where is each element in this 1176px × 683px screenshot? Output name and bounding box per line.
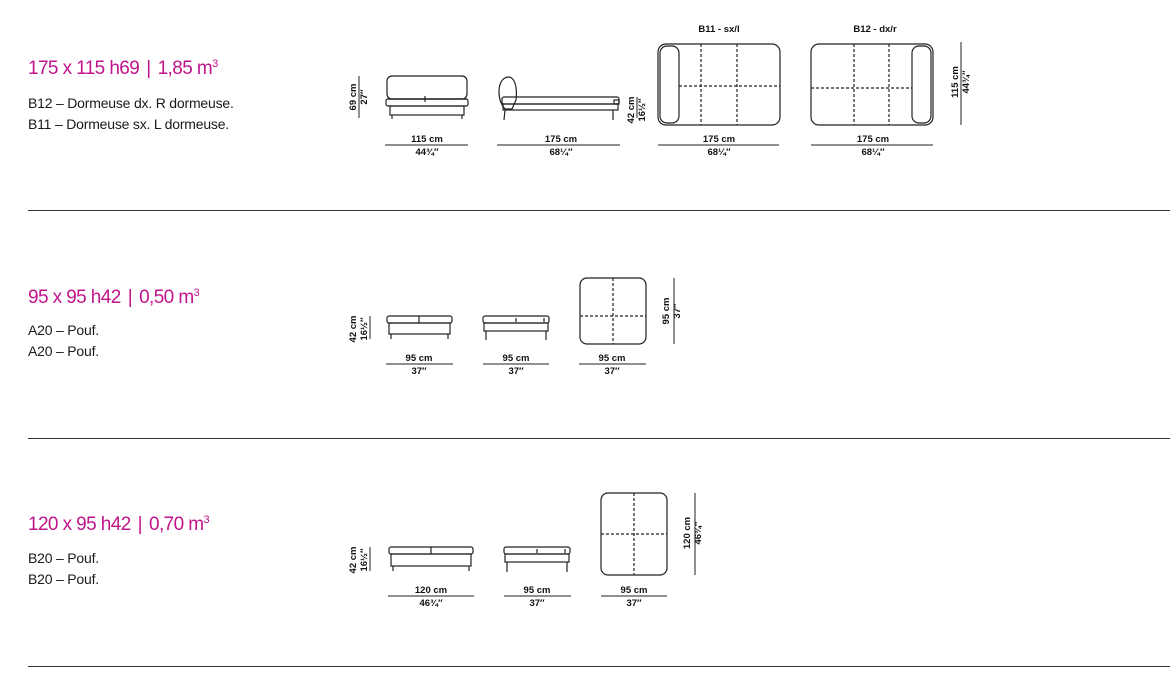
description-line: B12 – Dormeuse dx. R dormeuse. xyxy=(28,95,234,111)
section-3-dimensions: 120 x 95 h42 xyxy=(28,514,131,535)
width-in-label: 68¼″ xyxy=(861,147,884,158)
width-cm-label: 175 cm xyxy=(857,134,889,145)
section-2-volume: 0,50 m xyxy=(139,287,194,308)
height-in-label: 27″ xyxy=(359,89,370,105)
front-view-dormeuse xyxy=(385,75,469,119)
depth-cm-label: 115 cm xyxy=(950,66,961,98)
section-2-volume-exp: 3 xyxy=(193,287,200,299)
side-view-pouf-b20 xyxy=(503,546,571,572)
width-cm-label: 95 cm xyxy=(503,353,530,364)
section-1-spec: 175 x 115 h69|1,85 m3 xyxy=(28,58,218,79)
section-1-volume: 1,85 m xyxy=(157,58,213,79)
height-cm-label: 69 cm xyxy=(348,84,359,111)
seat-cm-label: 42 cm xyxy=(626,97,637,124)
section-2-dimensions: 95 x 95 h42 xyxy=(28,287,121,308)
width-cm-label: 120 cm xyxy=(415,585,447,596)
section-divider xyxy=(28,666,1170,667)
description-line: B11 – Dormeuse sx. L dormeuse. xyxy=(28,116,229,132)
height-cm-label: 42 cm xyxy=(348,547,359,574)
width-in-label: 44¾″ xyxy=(415,147,438,158)
top-view-pouf-a20 xyxy=(579,277,647,345)
front-view-pouf-a20 xyxy=(386,315,453,339)
top-view-b11 xyxy=(657,43,781,126)
width-in-label: 37″ xyxy=(411,366,427,377)
width-cm-label: 175 cm xyxy=(703,134,735,145)
width-in-label: 68¼″ xyxy=(707,147,730,158)
width-in-label: 37″ xyxy=(508,366,524,377)
width-in-label: 37″ xyxy=(529,598,545,609)
description-line: B20 – Pouf. xyxy=(28,571,99,587)
section-1-volume-exp: 3 xyxy=(212,58,218,70)
depth-in-label: 46¾″ xyxy=(693,521,704,544)
section-divider xyxy=(28,438,1170,439)
section-2-spec: 95 x 95 h42|0,50 m3 xyxy=(28,287,200,308)
section-3-volume-exp: 3 xyxy=(203,514,210,526)
section-3-spec: 120 x 95 h42|0,70 m3 xyxy=(28,514,210,535)
width-cm-label: 95 cm xyxy=(524,585,551,596)
description-line: A20 – Pouf. xyxy=(28,322,99,338)
depth-in-label: 44¾″ xyxy=(961,70,972,93)
front-view-pouf-b20 xyxy=(388,546,474,571)
view-label-b12: B12 - dx/r xyxy=(853,24,897,35)
width-cm-label: 95 cm xyxy=(599,353,626,364)
width-cm-label: 95 cm xyxy=(621,585,648,596)
description-line: B20 – Pouf. xyxy=(28,550,99,566)
depth-cm-label: 120 cm xyxy=(682,517,693,549)
width-in-label: 46¾″ xyxy=(419,598,442,609)
top-view-b12 xyxy=(810,43,934,126)
section-3-volume: 0,70 m xyxy=(149,514,204,535)
width-in-label: 37″ xyxy=(626,598,642,609)
side-view-dormeuse xyxy=(498,76,620,121)
section-divider xyxy=(28,210,1170,211)
view-label-b11: B11 - sx/l xyxy=(698,24,739,35)
width-in-label: 37″ xyxy=(604,366,620,377)
side-view-pouf-a20 xyxy=(482,315,550,340)
width-in-label: 68¼″ xyxy=(549,147,572,158)
seat-in-label: 16½″ xyxy=(637,98,648,121)
depth-cm-label: 95 cm xyxy=(661,298,672,325)
section-2-description: A20 – Pouf. A20 – Pouf. xyxy=(28,320,99,362)
height-cm-label: 42 cm xyxy=(348,316,359,343)
depth-in-label: 37″ xyxy=(672,303,683,319)
top-view-pouf-b20 xyxy=(600,492,668,576)
width-cm-label: 115 cm xyxy=(411,134,443,145)
section-3-description: B20 – Pouf. B20 – Pouf. xyxy=(28,548,99,590)
height-in-label: 16½″ xyxy=(359,548,370,571)
section-1-dimensions: 175 x 115 h69 xyxy=(28,58,140,79)
width-cm-label: 95 cm xyxy=(406,353,433,364)
section-1-description: B12 – Dormeuse dx. R dormeuse. B11 – Dor… xyxy=(28,93,234,135)
width-cm-label: 175 cm xyxy=(545,134,577,145)
description-line: A20 – Pouf. xyxy=(28,343,99,359)
height-in-label: 16½″ xyxy=(359,317,370,340)
